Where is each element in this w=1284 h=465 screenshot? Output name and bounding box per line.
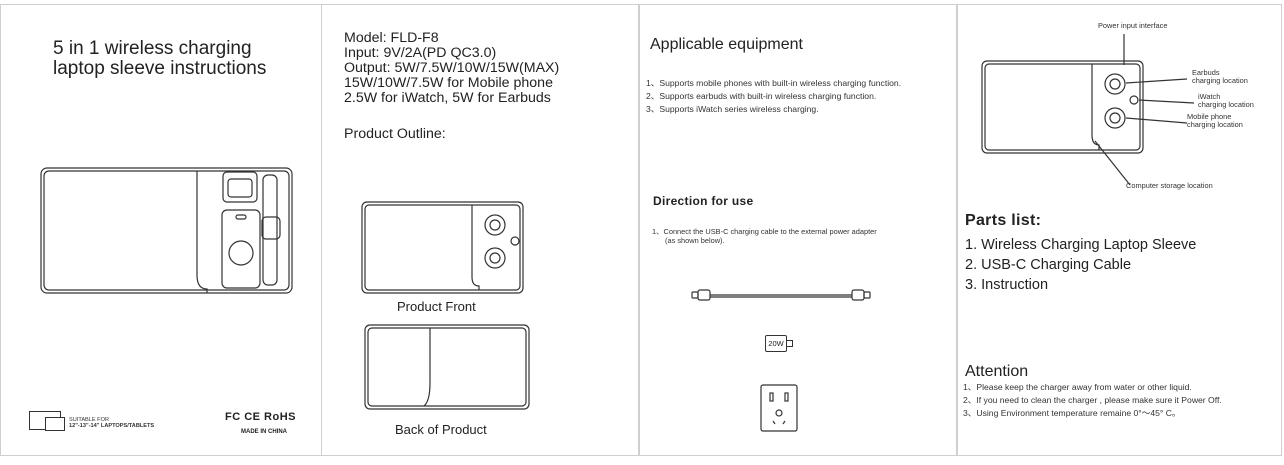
laptop-sizes: 12"-13"-14" LAPTOPS/TABLETS bbox=[69, 423, 155, 429]
equipment-item-2: 2、Supports earbuds with built-in wireles… bbox=[646, 91, 877, 101]
parts-item-1: 1. Wireless Charging Laptop Sleeve bbox=[965, 237, 1197, 253]
cover-title-line2: laptop sleeve instructions bbox=[53, 58, 267, 79]
certification-marks: FC CE RoHS bbox=[225, 411, 296, 423]
callout-phone-2: charging location bbox=[1187, 120, 1243, 129]
attention-heading: Attention bbox=[965, 363, 1029, 380]
callout-phone-1: Mobile phone bbox=[1187, 112, 1232, 121]
attention-item-3: 3、Using Environment temperature remaine … bbox=[963, 408, 1181, 418]
panel-parts: Power input interface Earbuds charging l… bbox=[957, 4, 1282, 456]
spec-phone: 15W/10W/7.5W for Mobile phone bbox=[344, 75, 553, 91]
spec-output: Output: 5W/7.5W/10W/15W(MAX) bbox=[344, 60, 560, 76]
attention-item-2: 2、If you need to clean the charger , ple… bbox=[963, 395, 1222, 405]
callout-earbuds-2: charging location bbox=[1192, 76, 1248, 85]
spec-model: Model: FLD-F8 bbox=[344, 30, 439, 46]
adapter-20w-label: 20W bbox=[765, 335, 787, 352]
callout-storage: Computer storage location bbox=[1126, 181, 1213, 190]
sleeve-illustration bbox=[40, 167, 293, 294]
panel-usage: Applicable equipment 1、Supports mobile p… bbox=[639, 4, 957, 456]
callout-earbuds-1: Earbuds bbox=[1192, 68, 1220, 77]
outline-heading: Product Outline: bbox=[344, 126, 446, 142]
callout-iwatch-1: iWatch bbox=[1198, 92, 1221, 101]
adapter-plug-icon bbox=[786, 340, 793, 347]
parts-heading: Parts list: bbox=[965, 212, 1042, 229]
panel-specs: Model: FLD-F8 Input: 9V/2A(PD QC3.0) Out… bbox=[321, 4, 639, 456]
cover-title-line1: 5 in 1 wireless charging bbox=[53, 38, 252, 59]
tablet-size-icon bbox=[45, 417, 65, 431]
callout-power-input: Power input interface bbox=[1098, 21, 1168, 30]
panel-cover: 5 in 1 wireless charging laptop sleeve i… bbox=[0, 4, 322, 456]
direction-line-1: 1、Connect the USB-C charging cable to th… bbox=[652, 227, 877, 236]
equipment-item-3: 3、Supports iWatch series wireless chargi… bbox=[646, 104, 819, 114]
direction-heading: Direction for use bbox=[653, 194, 754, 208]
callout-iwatch-2: charging location bbox=[1198, 100, 1254, 109]
equipment-heading: Applicable equipment bbox=[650, 36, 803, 53]
equipment-item-1: 1、Supports mobile phones with built-in w… bbox=[646, 78, 902, 88]
wall-outlet-icon bbox=[760, 384, 798, 432]
made-in-label: MADE IN CHINA bbox=[241, 429, 287, 435]
back-label: Back of Product bbox=[395, 422, 487, 437]
spec-watch-earbuds: 2.5W for iWatch, 5W for Earbuds bbox=[344, 90, 551, 106]
parts-item-2: 2. USB-C Charging Cable bbox=[965, 257, 1132, 273]
attention-item-1: 1、Please keep the charger away from wate… bbox=[963, 382, 1192, 392]
front-label: Product Front bbox=[397, 299, 476, 314]
product-back-illustration bbox=[364, 324, 530, 410]
direction-line-2: (as shown below). bbox=[665, 236, 725, 245]
product-front-illustration bbox=[361, 201, 524, 294]
charger-diagram bbox=[981, 34, 1195, 186]
parts-item-3: 3. Instruction bbox=[965, 277, 1049, 293]
usb-c-cable-illustration bbox=[691, 289, 871, 301]
suitable-for-label: SUITABLE FOR bbox=[69, 417, 109, 423]
spec-input: Input: 9V/2A(PD QC3.0) bbox=[344, 45, 497, 61]
